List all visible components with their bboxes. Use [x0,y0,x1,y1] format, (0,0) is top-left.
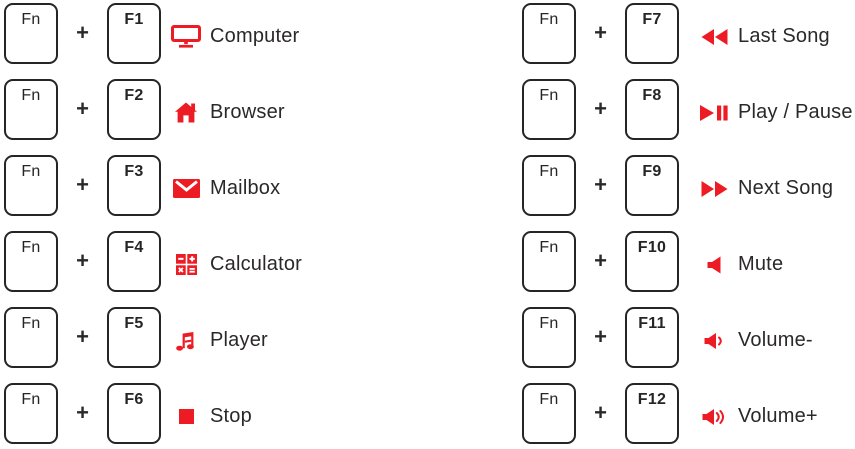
shortcut-row-f4: Fn + F4 Calculator [4,231,302,292]
home-icon [170,102,202,123]
key-label: Fn [539,315,559,332]
key-label: F6 [124,391,144,408]
key-label: F10 [637,239,667,256]
fast-forward-icon [698,180,730,197]
key-fn: Fn [4,307,58,368]
shortcut-row-f2: Fn + F2 Browser [4,79,302,140]
music-note-icon [170,331,202,351]
key-label: F3 [124,163,144,180]
key-fn: Fn [4,383,58,444]
key-f10: F10 [625,231,679,292]
key-label: F2 [124,87,144,104]
key-label: F4 [124,239,144,256]
key-label: Fn [539,239,559,256]
shortcut-row-f12: Fn + F12 Volume+ [522,383,853,444]
key-label: Fn [21,239,41,256]
key-fn: Fn [522,3,576,64]
key-f2: F2 [107,79,161,140]
key-label: Fn [21,163,41,180]
key-fn: Fn [4,79,58,140]
stop-icon [170,409,202,424]
key-f9: F9 [625,155,679,216]
play-pause-icon [698,104,730,121]
shortcut-label: Player [210,329,268,351]
key-f8: F8 [625,79,679,140]
shortcut-label: Stop [210,405,252,427]
key-f3: F3 [107,155,161,216]
key-label: F7 [642,11,662,28]
shortcut-label: Play / Pause [738,101,853,123]
plus-sign: + [594,323,607,349]
plus-sign: + [76,95,89,121]
plus-sign: + [76,19,89,45]
key-fn: Fn [522,383,576,444]
key-fn: Fn [522,79,576,140]
key-label: Fn [21,87,41,104]
key-label: F1 [124,11,144,28]
shortcut-label: Volume+ [738,405,818,427]
key-fn: Fn [4,3,58,64]
shortcut-row-f5: Fn + F5 Player [4,307,302,368]
key-f1: F1 [107,3,161,64]
shortcut-label: Mute [738,253,784,275]
plus-sign: + [76,247,89,273]
shortcut-column-left: Fn + F1 Computer Fn + F2 Browser Fn + F3 [4,3,302,444]
key-label: Fn [539,391,559,408]
key-fn: Fn [522,231,576,292]
key-f11: F11 [625,307,679,368]
calculator-icon [170,254,202,275]
shortcut-row-f8: Fn + F8 Play / Pause [522,79,853,140]
plus-sign: + [594,19,607,45]
key-fn: Fn [522,307,576,368]
key-label: Fn [539,11,559,28]
key-f4: F4 [107,231,161,292]
key-f7: F7 [625,3,679,64]
shortcut-label: Volume- [738,329,813,351]
shortcut-label: Computer [210,25,300,47]
key-label: Fn [21,391,41,408]
plus-sign: + [76,171,89,197]
key-fn: Fn [522,155,576,216]
key-label: F9 [642,163,662,180]
key-fn: Fn [4,231,58,292]
volume-down-icon [698,332,730,350]
key-label: F5 [124,315,144,332]
shortcut-label: Calculator [210,253,303,275]
shortcut-row-f11: Fn + F11 Volume- [522,307,853,368]
shortcut-row-f1: Fn + F1 Computer [4,3,302,64]
mail-icon [170,179,202,198]
plus-sign: + [76,399,89,425]
key-label: F8 [642,87,662,104]
key-label: F12 [637,391,667,408]
plus-sign: + [594,247,607,273]
shortcut-label: Last Song [738,25,830,47]
computer-icon [170,25,202,48]
key-label: Fn [21,315,41,332]
shortcut-row-f7: Fn + F7 Last Song [522,3,853,64]
plus-sign: + [76,323,89,349]
key-label: F11 [638,315,666,332]
shortcut-row-f9: Fn + F9 Next Song [522,155,853,216]
shortcut-row-f6: Fn + F6 Stop [4,383,302,444]
key-f6: F6 [107,383,161,444]
key-f12: F12 [625,383,679,444]
key-label: Fn [21,11,41,28]
rewind-icon [698,28,730,45]
plus-sign: + [594,399,607,425]
key-label: Fn [539,87,559,104]
shortcut-column-right: Fn + F7 Last Song Fn + F8 Play / Pause F… [522,3,853,444]
shortcut-row-f10: Fn + F10 Mute [522,231,853,292]
key-f5: F5 [107,307,161,368]
plus-sign: + [594,95,607,121]
key-label: Fn [539,163,559,180]
volume-up-icon [698,408,730,426]
plus-sign: + [594,171,607,197]
shortcut-label: Browser [210,101,285,123]
shortcut-label: Mailbox [210,177,281,199]
shortcut-label: Next Song [738,177,834,199]
speaker-mute-icon [698,256,730,274]
key-fn: Fn [4,155,58,216]
shortcut-row-f3: Fn + F3 Mailbox [4,155,302,216]
